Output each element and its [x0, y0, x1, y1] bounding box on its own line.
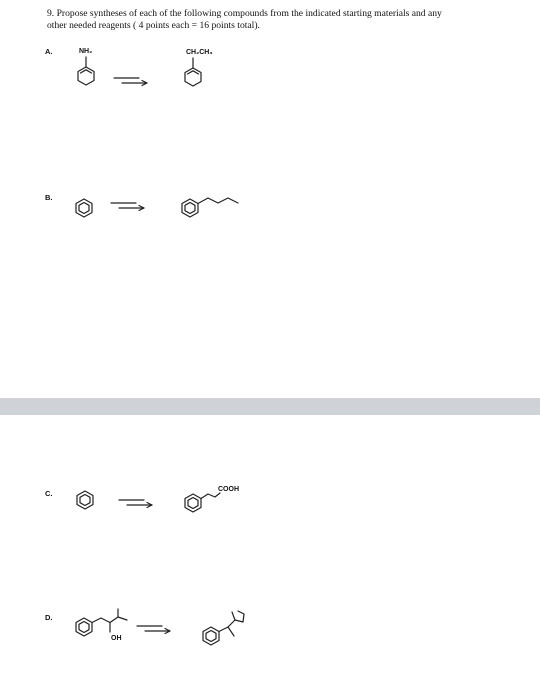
part-b-starting-material [75, 198, 93, 218]
part-c-product [184, 492, 221, 513]
part-c-label: C. [45, 489, 53, 498]
part-d-product [202, 610, 245, 646]
part-c-arrow-icon [118, 499, 153, 509]
page-break-band [0, 398, 540, 415]
part-a-start-substituent: NH₂ [79, 48, 93, 55]
question-line-1: 9. Propose syntheses of each of the foll… [47, 8, 442, 19]
part-a-product-substituent: CH₂CH₃ [186, 49, 213, 56]
part-d-label: D. [45, 613, 53, 622]
question-line-2: other needed reagents ( 4 points each = … [47, 20, 260, 31]
part-b-label: B. [45, 193, 53, 202]
part-a-starting-material [77, 56, 95, 86]
part-c-starting-material [76, 490, 94, 510]
part-d-start-substituent: OH [111, 635, 122, 642]
part-d-arrow-icon [136, 625, 171, 635]
part-d-starting-material [75, 608, 128, 637]
part-c-product-substituent: COOH [218, 486, 239, 493]
question-text: 9. Propose syntheses of each of the foll… [47, 8, 517, 32]
part-a-product [184, 57, 202, 87]
part-a-arrow-icon [113, 77, 148, 87]
part-b-product [181, 197, 239, 218]
part-a-label: A. [45, 47, 53, 56]
part-b-arrow-icon [110, 202, 145, 212]
